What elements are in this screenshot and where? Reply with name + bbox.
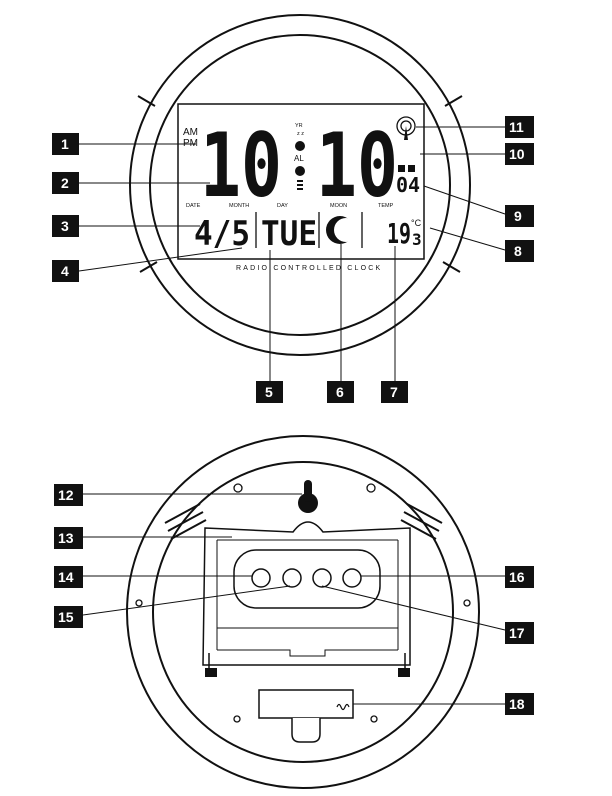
dst-marker — [398, 165, 405, 172]
ring-notch — [139, 261, 158, 273]
snooze-indicator: z z — [297, 131, 304, 137]
screw-hole — [233, 715, 241, 723]
signal-bars-icon — [297, 180, 303, 190]
callout-2: 2 — [61, 175, 69, 191]
temperature-value: 19 — [387, 217, 411, 250]
callout-8: 8 — [514, 243, 522, 259]
back-callouts: 12 13 14 15 16 17 18 — [54, 484, 534, 715]
day-label: DAY — [277, 203, 288, 209]
callout-16: 16 — [509, 569, 525, 585]
callout-1: 1 — [61, 136, 69, 152]
vent-slots-left — [164, 503, 207, 540]
day-value: TUE — [261, 214, 317, 254]
moon-phase-icon — [326, 216, 358, 244]
button-panel — [233, 549, 381, 609]
ring-notch — [444, 95, 463, 107]
dst-marker — [408, 165, 415, 172]
moon-label: MOON — [330, 203, 347, 209]
rear-button-1[interactable] — [251, 568, 271, 588]
temperature-decimal: 3 — [412, 230, 422, 249]
callout-9: 9 — [514, 208, 522, 224]
date-label: DATE — [186, 203, 201, 209]
back-view — [126, 435, 480, 789]
callout-5: 5 — [265, 384, 273, 400]
wall-hanger-icon — [298, 480, 318, 513]
yr-indicator: YR — [295, 123, 303, 129]
hour-digits: 10 — [200, 114, 282, 217]
ring-notch — [137, 95, 156, 107]
cover-bottom-edge — [217, 649, 398, 657]
month-label: MONTH — [229, 203, 249, 209]
minute-digits: 10 — [316, 114, 398, 217]
radio-controlled-footer: RADIO CONTROLLED CLOCK — [236, 265, 382, 272]
front-callouts: 1 2 3 4 5 6 7 8 9 10 11 — [52, 116, 534, 403]
front-view: AM PM 10 YR z z AL 10 04 DATE MONTH DAY — [129, 14, 471, 356]
callout-17: 17 — [509, 625, 525, 641]
callout-14: 14 — [58, 569, 74, 585]
rear-button-4[interactable] — [342, 568, 362, 588]
screw-hole — [366, 483, 376, 493]
colon-dot-bottom — [295, 166, 305, 176]
seconds-digits: 04 — [396, 173, 420, 197]
callout-15: 15 — [58, 609, 74, 625]
ring-notch — [442, 261, 461, 273]
stand-foot — [291, 718, 321, 743]
callout-3: 3 — [61, 218, 69, 234]
screw-hole — [463, 599, 471, 607]
colon-dot-top — [295, 141, 305, 151]
screw-hole — [370, 715, 378, 723]
am-indicator: AM — [183, 127, 198, 138]
temp-label: TEMP — [378, 203, 394, 209]
spring-icon — [336, 703, 350, 711]
callout-11: 11 — [509, 119, 524, 135]
rear-button-3[interactable] — [312, 568, 332, 588]
callout-10: 10 — [509, 146, 525, 162]
temperature-unit: °C — [411, 218, 422, 228]
cover-foot — [398, 668, 410, 677]
rear-button-2[interactable] — [282, 568, 302, 588]
screw-hole — [233, 483, 243, 493]
callout-18: 18 — [509, 696, 525, 712]
callout-4: 4 — [61, 263, 69, 279]
callout-12: 12 — [58, 487, 74, 503]
screw-hole — [135, 599, 143, 607]
callout-6: 6 — [336, 384, 344, 400]
radio-signal-icon — [396, 116, 416, 140]
alarm-indicator: AL — [294, 154, 304, 163]
vent-slots-right — [400, 503, 443, 540]
cover-foot — [205, 668, 217, 677]
callout-7: 7 — [390, 384, 398, 400]
date-value: 4/5 — [194, 214, 250, 254]
callout-13: 13 — [58, 530, 74, 546]
